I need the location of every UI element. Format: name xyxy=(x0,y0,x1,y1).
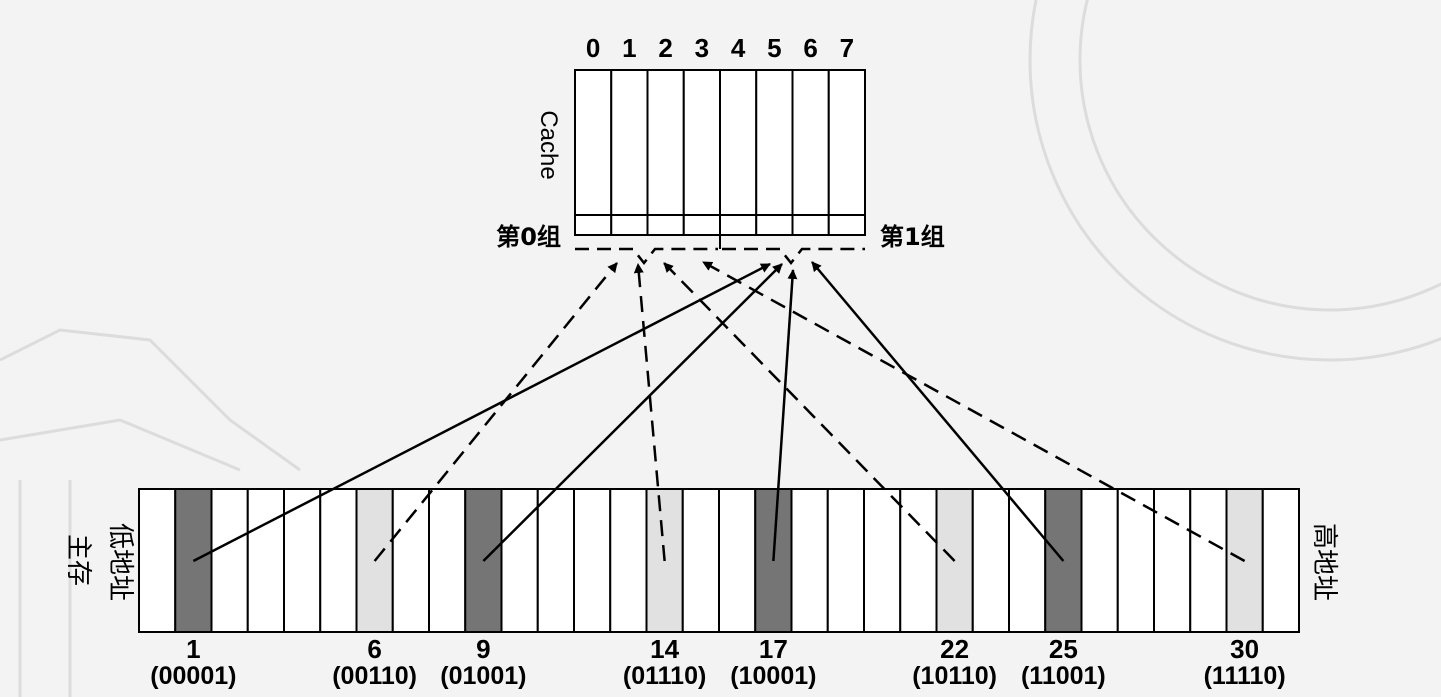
cache-line-tag xyxy=(827,214,866,236)
block-binary-label: (11001) xyxy=(1021,662,1106,690)
low-address-label: 低地址 xyxy=(105,523,135,601)
cache-line-tag xyxy=(791,214,830,236)
cache-line-number: 3 xyxy=(695,33,709,63)
cache-line-number: 2 xyxy=(658,33,672,63)
cache-line xyxy=(682,69,721,216)
block-number-label: 17 xyxy=(759,634,788,664)
block-binary-label: (10001) xyxy=(730,662,816,690)
memory-block xyxy=(1261,488,1300,633)
group-1-brace xyxy=(722,247,865,266)
block-binary-label: (11110) xyxy=(1204,662,1286,690)
block-number-label: 30 xyxy=(1230,634,1259,664)
block-number-label: 25 xyxy=(1049,634,1078,664)
memory-block-highlighted xyxy=(1225,488,1264,633)
memory-block xyxy=(609,488,648,633)
block-binary-label: (00110) xyxy=(332,662,417,690)
memory-block xyxy=(1116,488,1155,633)
memory-block xyxy=(899,488,938,633)
memory-block xyxy=(500,488,539,633)
cache-line-number: 4 xyxy=(731,33,746,63)
memory-block xyxy=(246,488,285,633)
cache-line xyxy=(827,69,866,216)
mapping-arrow xyxy=(663,262,956,562)
cache-line xyxy=(755,69,794,216)
memory-block xyxy=(718,488,757,633)
memory-block xyxy=(138,488,177,633)
memory-block xyxy=(1153,488,1192,633)
block-number-label: 14 xyxy=(650,634,679,664)
memory-block xyxy=(1080,488,1119,633)
cache-line-tag xyxy=(646,214,685,236)
memory-block xyxy=(790,488,829,633)
memory-block xyxy=(391,488,430,633)
group-0-brace xyxy=(575,247,718,266)
memory-block xyxy=(319,488,358,633)
main-memory: 主存 低地址 高地址 1(00001) 6(00110) 9(01001) 14(01… xyxy=(63,488,1339,690)
mapping-arrow xyxy=(811,261,1065,562)
mapping-arrow xyxy=(373,262,618,562)
cache-line-tag xyxy=(755,214,794,236)
memory-block xyxy=(1189,488,1228,633)
block-binary-label: (10110) xyxy=(912,662,997,690)
cache-line xyxy=(610,69,649,216)
cache-line xyxy=(791,69,830,216)
memory-block xyxy=(826,488,865,633)
memory-block xyxy=(863,488,902,633)
mapping-arrow xyxy=(702,260,1246,563)
block-number-label: 22 xyxy=(940,634,969,664)
cache-line-number: 0 xyxy=(586,33,600,63)
block-binary-label: (00001) xyxy=(150,662,236,690)
block-number-label: 1 xyxy=(186,634,200,664)
cache-line-number: 5 xyxy=(767,33,781,63)
mapping-arrow xyxy=(192,262,771,563)
block-binary-label: (01110) xyxy=(623,662,706,690)
memory-block xyxy=(971,488,1010,633)
cache-line-number: 6 xyxy=(803,33,817,63)
block-number-label: 9 xyxy=(476,634,490,664)
cache-line-tag xyxy=(682,214,721,236)
group-0-label: 第0组 xyxy=(496,223,561,251)
cache-line-tag xyxy=(719,214,758,236)
memory-label: 主存 xyxy=(63,534,93,586)
cache-line xyxy=(574,69,613,216)
memory-block xyxy=(283,488,322,633)
cache-label: Cache xyxy=(535,110,562,179)
block-binary-label: (01001) xyxy=(440,662,526,690)
mapping-arrows xyxy=(192,260,1246,563)
mapping-arrow xyxy=(772,269,798,562)
memory-block xyxy=(536,488,575,633)
memory-block xyxy=(573,488,612,633)
memory-block xyxy=(210,488,249,633)
cache-line-number: 7 xyxy=(840,33,854,63)
block-number-label: 6 xyxy=(367,634,381,664)
cache-line xyxy=(646,69,685,216)
cache-line xyxy=(719,69,758,216)
memory-block xyxy=(428,488,467,633)
cache-line-number: 1 xyxy=(622,33,636,63)
cache-line-tag xyxy=(574,214,613,236)
cache-line-tag xyxy=(610,214,649,236)
group-1-label: 第1组 xyxy=(880,223,945,251)
mapping-arrow xyxy=(482,263,783,562)
memory-block xyxy=(681,488,720,633)
high-address-label: 高地址 xyxy=(1309,523,1339,601)
memory-block xyxy=(1008,488,1047,633)
